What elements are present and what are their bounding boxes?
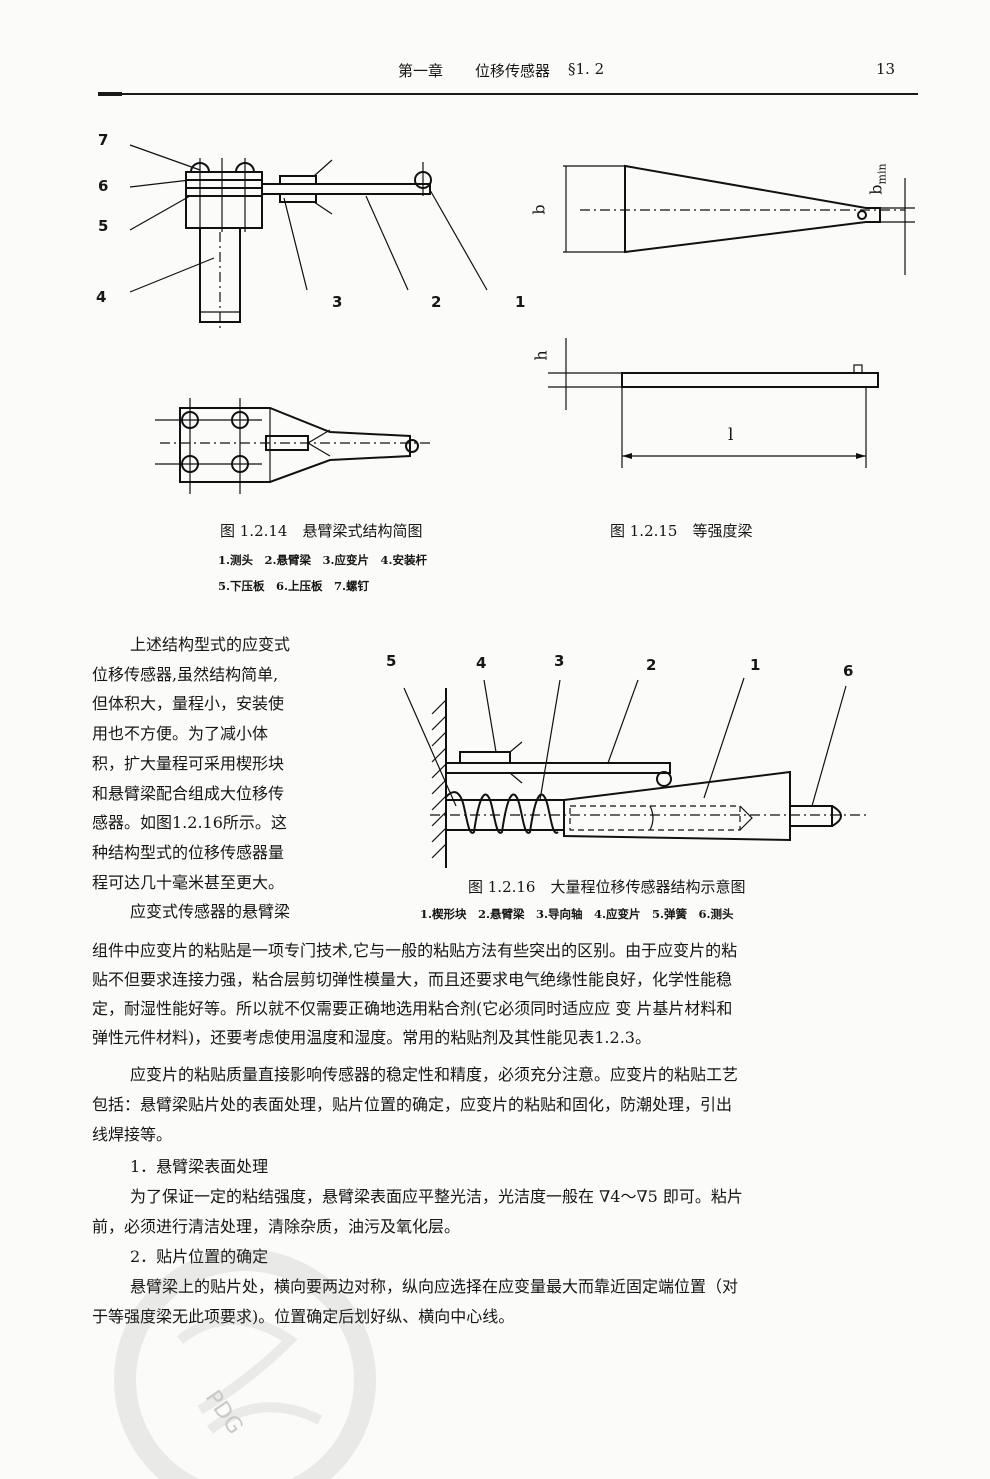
fig14-caption: 图 1.2.14 悬臂梁式结构简图 [220, 522, 423, 540]
figure-1-2-14 [129, 144, 488, 494]
fig16-caption: 图 1.2.16 大量程位移传感器结构示意图 [468, 878, 746, 896]
paragraph-1: 组件中应变片的粘贴是一项专门技术,它与一般的粘贴方法有些突出的区别。由于应变片的… [92, 936, 918, 1052]
paragraph-2: 应变片的粘贴质量直接影响传感器的稳定性和精度，必须充分注意。应变片的粘贴工艺 包… [92, 1060, 918, 1150]
fig16-label-4: 4 [476, 654, 487, 672]
para3-line: 为了保证一定的粘结强度，悬臂梁表面应平整光洁，光洁度一般在 ∇4～∇5 即可。粘… [130, 1187, 743, 1206]
section-number: §1. 2 [568, 60, 605, 78]
page-number: 13 [876, 60, 896, 78]
wedge-bore [569, 805, 741, 831]
fig14-label-2: 2 [431, 293, 442, 311]
fig16-label-1: 1 [750, 656, 761, 674]
fig16-label-3: 3 [554, 652, 565, 670]
fig14-label-3: 3 [332, 293, 343, 311]
para1-line: 定，耐湿性能好等。所以就不仅需要正确地选用粘合剂(它必须同时适应应 变 片基片材… [92, 999, 733, 1018]
header-rule-mark [98, 92, 122, 96]
wrap-line: 用也不方便。为了减小体 [92, 724, 269, 744]
figure-1-2-15 [548, 164, 915, 468]
fig14-label-7: 7 [98, 131, 109, 149]
fig14-label-1: 1 [515, 293, 526, 311]
para1-line: 弹性元件材料)，还要考虑使用温度和湿度。常用的粘贴剂及其性能见表1.2.3。 [92, 1028, 651, 1047]
wrap-line: 上述结构型式的应变式 [130, 635, 291, 654]
section-heading-2: 2．贴片位置的确定 [130, 1247, 269, 1266]
strain-gauge-top [279, 175, 317, 185]
fig14-legend-line2: 5.下压板 6.上压板 7.螺钉 [218, 579, 370, 593]
wrap-line: 程可达几十毫米甚至更大。 [92, 872, 285, 892]
para2-line: 线焊接等。 [92, 1125, 173, 1144]
chapter-label: 第一章 [398, 62, 444, 80]
fig16-label-2: 2 [646, 656, 657, 674]
fig14-label-6: 6 [98, 177, 109, 195]
dim-l-label: l [728, 425, 734, 445]
wrap-line: 应变式传感器的悬臂梁 [130, 902, 291, 922]
fig15-caption: 图 1.2.15 等强度梁 [610, 522, 753, 540]
figure-1-2-16 [403, 677, 870, 868]
header-rule [100, 93, 918, 95]
wrap-line: 种结构型式的位移传感器量 [92, 842, 285, 862]
strain-gauge-16 [459, 751, 511, 764]
plan-probe-head [405, 439, 419, 453]
section-heading-1: 1．悬臂梁表面处理 [130, 1157, 269, 1176]
plan-view-outline [179, 407, 411, 483]
chapter-title: 位移传感器 [475, 62, 551, 80]
para2-line: 包括：悬臂梁贴片处的表面处理，贴片位置的确定，应变片的粘贴和固化，防潮处理，引出 [92, 1095, 733, 1114]
spring [445, 791, 559, 834]
wrap-line: 和悬臂梁配合组成大位移传 [92, 783, 285, 803]
fig16-legend: 1.楔形块 2.悬臂梁 3.导向轴 4.应变片 5.弹簧 6.测头 [420, 907, 734, 921]
fig16-label-6: 6 [843, 662, 854, 680]
probe-16 [789, 805, 833, 827]
para4-line: 悬臂梁上的贴片处，横向要两边对称，纵向应选择在应变量最大而靠近固定端位置（对 [130, 1277, 739, 1296]
probe-contact [656, 771, 672, 787]
wrap-line: 积，扩大量程可采用楔形块 [92, 753, 285, 773]
strain-gauge-bottom [279, 193, 317, 203]
cantilever-beam [261, 183, 431, 195]
para3-line: 前，必须进行清洁处理，清除杂质，油污及氧化层。 [92, 1217, 461, 1236]
paragraph-4: 悬臂梁上的贴片处，横向要两边对称，纵向应选择在应变量最大而靠近固定端位置（对 于… [92, 1272, 918, 1332]
para2-line: 应变片的粘贴质量直接影响传感器的稳定性和精度，必须充分注意。应变片的粘贴工艺 [130, 1065, 739, 1084]
cantilever-beam-16 [445, 762, 671, 774]
wrap-line: 位移传感器,虽然结构简单, [92, 664, 279, 684]
wedge-block [563, 770, 791, 842]
equal-strength-beam-side [621, 372, 879, 388]
para4-line: 于等强度梁无此项要求)。位置确定后划好纵、横向中心线。 [92, 1307, 515, 1326]
wrapped-paragraph: 上述结构型式的应变式 位移传感器,虽然结构简单, 但体积大，量程小，安装使 用也… [92, 630, 362, 927]
fig14-label-4: 4 [96, 288, 107, 306]
fig14-label-5: 5 [98, 217, 109, 235]
wrap-line: 但体积大，量程小，安装使 [92, 694, 285, 714]
para1-line: 组件中应变片的粘贴是一项专门技术,它与一般的粘贴方法有些突出的区别。由于应变片的… [92, 941, 738, 960]
fig14-legend-line1: 1.测头 2.悬臂梁 3.应变片 4.安装杆 [218, 553, 428, 567]
fig16-label-5: 5 [386, 652, 397, 670]
para1-line: 贴不但要求连接力强，粘合层剪切弹性模量大，而且还要求电气绝缘性能良好，化学性能稳 [92, 970, 733, 989]
paragraph-3: 为了保证一定的粘结强度，悬臂梁表面应平整光洁，光洁度一般在 ∇4～∇5 即可。粘… [92, 1182, 918, 1242]
wrap-line: 感器。如图1.2.16所示。这 [92, 813, 287, 833]
